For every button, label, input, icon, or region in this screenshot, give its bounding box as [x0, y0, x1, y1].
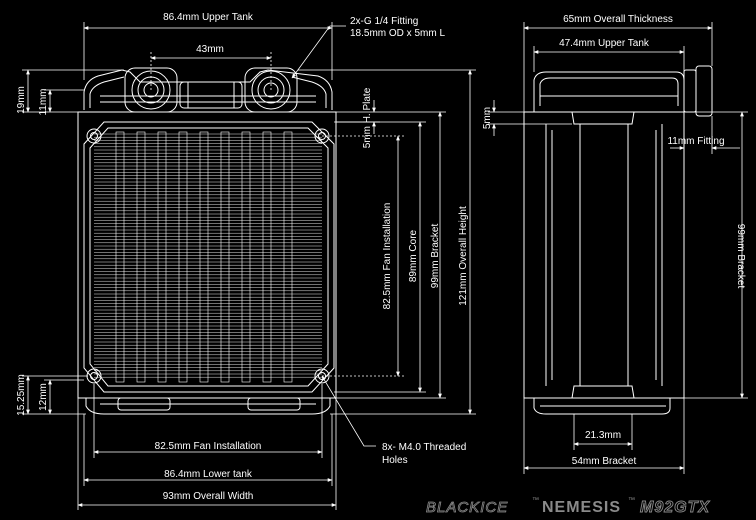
- side-bracket-plate: [523, 111, 685, 399]
- label-side-upper-tank: 47.4mm Upper Tank: [559, 38, 650, 49]
- front-view: [77, 67, 337, 415]
- brand-code: M92GTX: [640, 499, 710, 516]
- brand-model: NEMESIS: [542, 499, 621, 516]
- brand-model-tm: ™: [628, 497, 635, 504]
- brand-logo: BLACKICE ™ NEMESIS ™ M92GTX: [426, 497, 710, 516]
- label-side-21: 21.3mm: [585, 430, 621, 441]
- label-holes-line2: Holes: [382, 455, 408, 466]
- label-bottom-12: 12mm: [38, 383, 49, 411]
- label-core: 89mm Core: [408, 229, 419, 282]
- label-lower-tank: 86.4mm Lower tank: [164, 469, 253, 480]
- label-side-54: 54mm Bracket: [572, 456, 637, 467]
- label-side-5mm: 5mm: [482, 107, 493, 129]
- label-overall-width: 93mm Overall Width: [163, 491, 254, 502]
- label-side-bracket: 99mm Bracket: [735, 224, 746, 289]
- side-dimensions: [488, 22, 748, 474]
- brand-blackice-tm: ™: [532, 497, 539, 504]
- label-overall-height: 121mm Overall Height: [458, 206, 469, 306]
- label-holes-line1: 8x- M4.0 Threaded: [382, 442, 466, 453]
- front-fins: [94, 131, 322, 383]
- front-lower-tank: [85, 398, 331, 415]
- label-tank-11: 11mm: [38, 88, 49, 115]
- label-h-plate: 5mm H. Plate: [362, 87, 373, 148]
- label-overall-thickness: 65mm Overall Thickness: [563, 14, 673, 25]
- side-lower-tank: [533, 398, 671, 415]
- brand-blackice: BLACKICE: [426, 499, 508, 516]
- front-bracket-plate: [77, 111, 337, 399]
- label-fitting-spacing: 43mm: [196, 44, 224, 55]
- label-fan-install-horizontal: 82.5mm Fan Installation: [155, 441, 262, 452]
- label-bracket-front: 99mm Bracket: [430, 224, 441, 289]
- label-fan-install-vertical: 82.5mm Fan Installation: [382, 203, 393, 310]
- front-dimensions: [22, 22, 476, 510]
- label-fitting-line2: 18.5mm OD x 5mm L: [350, 28, 445, 39]
- side-view: [523, 65, 713, 415]
- side-fitting: [683, 69, 697, 113]
- label-fitting-line1: 2x-G 1/4 Fitting: [350, 16, 418, 27]
- label-upper-tank: 86.4mm Upper Tank: [163, 12, 254, 23]
- label-tank-19: 19mm: [16, 86, 27, 114]
- label-bottom-15: 15.25mm: [16, 374, 27, 416]
- label-side-fitting: 11mm Fitting: [667, 136, 724, 147]
- front-upper-tank: [83, 69, 333, 110]
